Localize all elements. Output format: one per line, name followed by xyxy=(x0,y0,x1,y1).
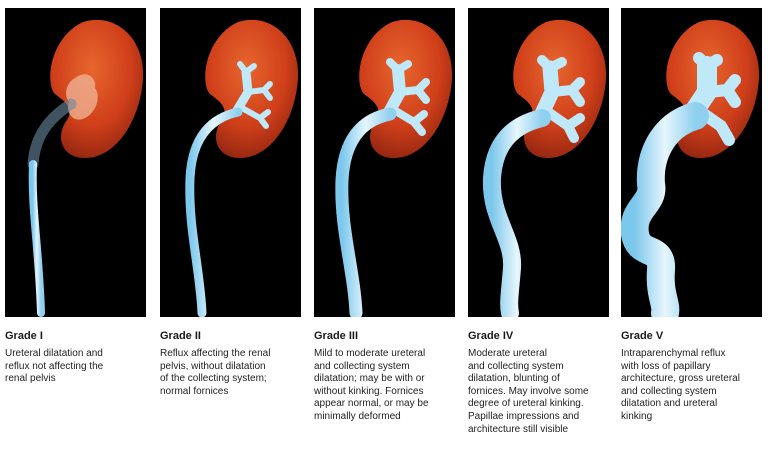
collecting-system xyxy=(382,58,430,136)
ureter xyxy=(621,102,709,317)
grade-description: Intraparenchymal reflux with loss of pap… xyxy=(621,348,740,422)
ureter xyxy=(335,107,397,317)
grade-4-illustration xyxy=(468,8,609,317)
grade-3-illustration xyxy=(314,8,455,317)
ureter xyxy=(28,160,45,317)
collecting-system xyxy=(231,61,273,129)
grade-3-panel: Grade III Mild to moderate ureteral and … xyxy=(314,8,455,424)
ureter xyxy=(482,109,551,317)
grade-2-illustration xyxy=(160,8,301,317)
grade-1-panel: Grade I Ureteral dilatation and reflux n… xyxy=(5,8,146,386)
grade-title: Grade II xyxy=(160,330,201,342)
grade-title: Grade I xyxy=(5,330,43,342)
grade-description: Ureteral dilatation and reflux not affec… xyxy=(5,348,104,385)
grade-description: Moderate ureteral and collecting system … xyxy=(468,348,589,435)
grade-5-illustration xyxy=(621,8,762,317)
grade-title: Grade III xyxy=(314,330,359,342)
grade-description: Reflux affecting the renal pelvis, witho… xyxy=(160,348,271,397)
grade-title: Grade IV xyxy=(468,330,514,342)
grade-5-panel: Grade V Intraparenchymal reflux with los… xyxy=(621,8,762,424)
grade-description: Mild to moderate ureteral and collecting… xyxy=(314,348,429,422)
kidney-shape xyxy=(50,19,144,158)
grade-4-panel: Grade IV Moderate ureteral and collectin… xyxy=(468,8,609,436)
grade-title: Grade V xyxy=(621,330,664,342)
ureter xyxy=(185,107,243,317)
grade-1-illustration xyxy=(5,8,146,317)
grade-2-panel: Grade II Reflux affecting the renal pelv… xyxy=(160,8,301,398)
ureter-faded xyxy=(27,98,77,170)
